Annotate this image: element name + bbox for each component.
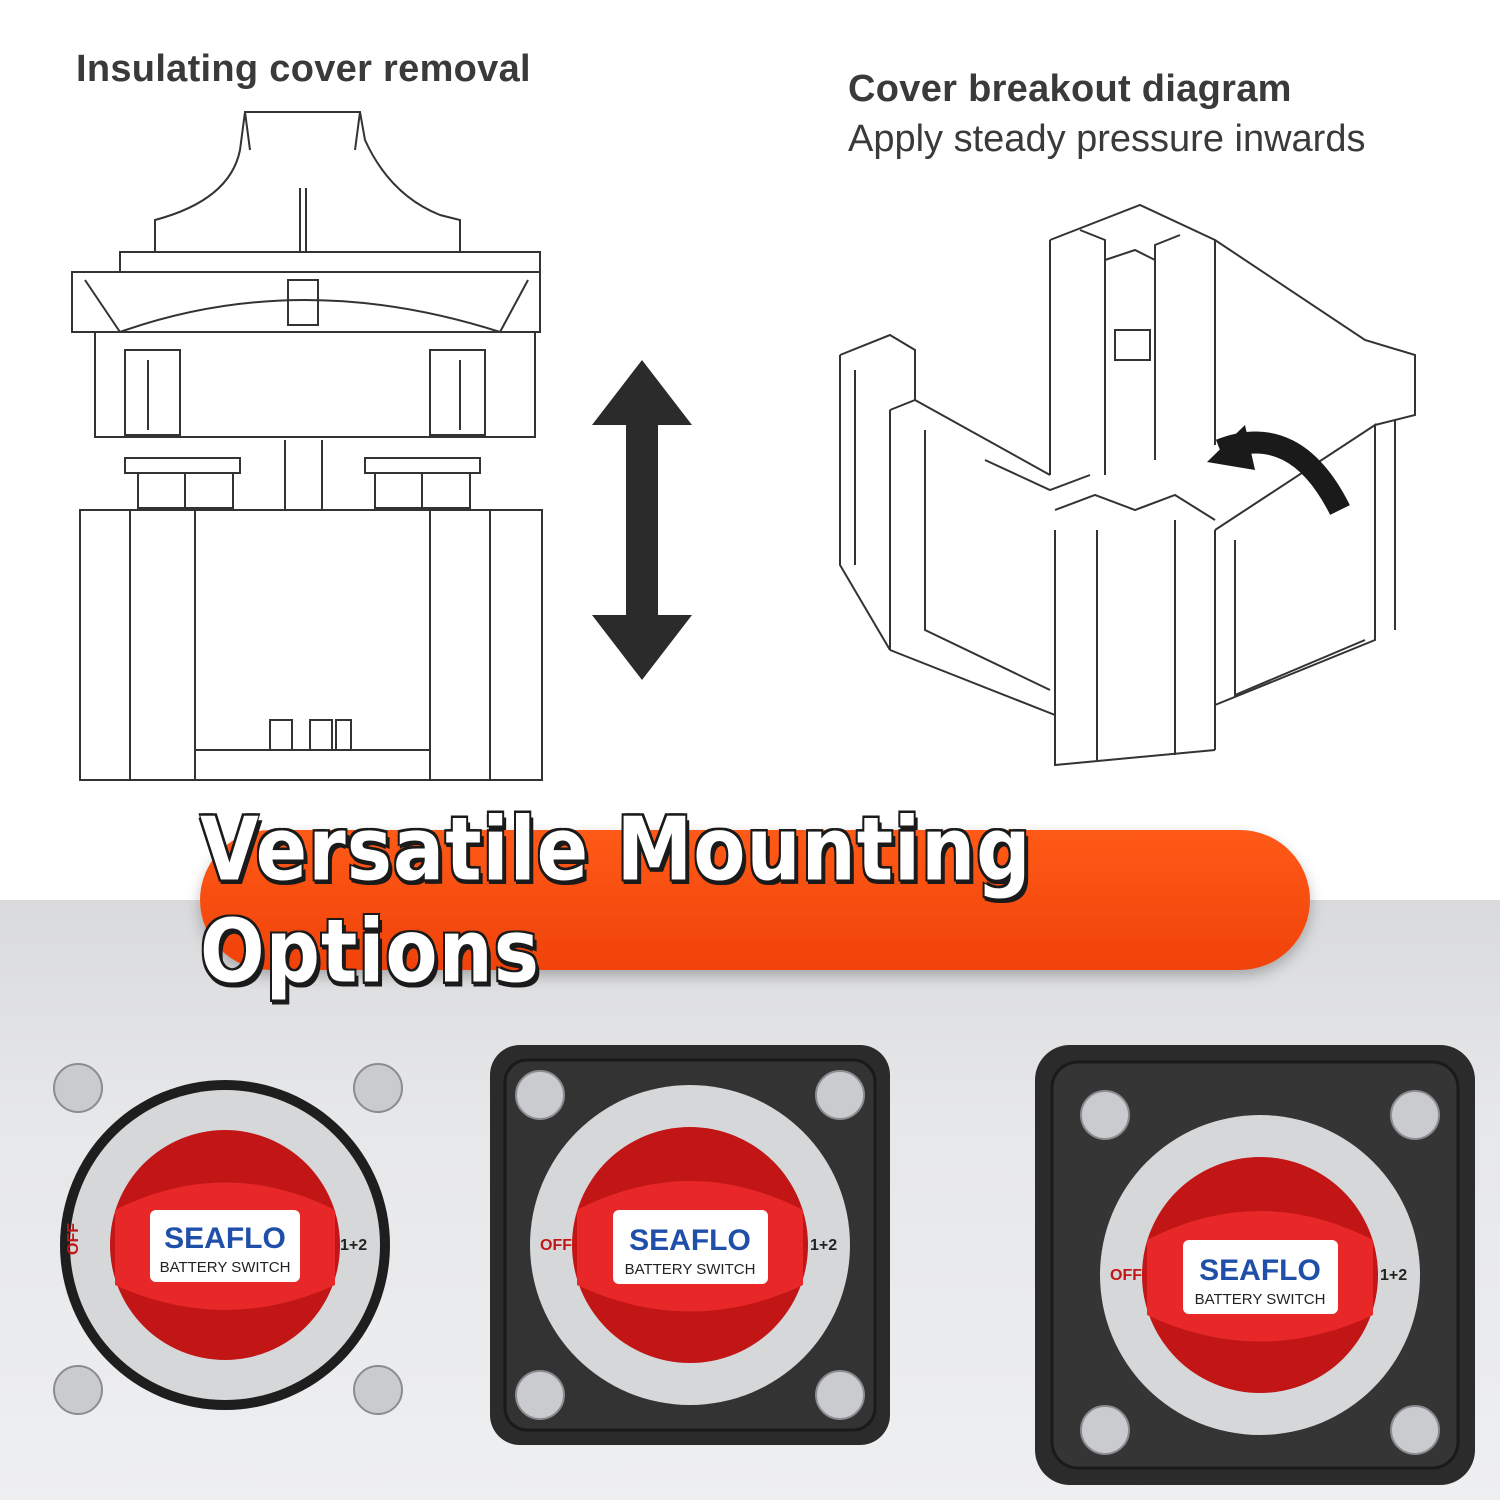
battery-switch-panel-mount: OFF 1+2 SEAFLO BATTERY SWITCH xyxy=(53,1063,403,1415)
screw-icon xyxy=(53,1063,403,1415)
right-subheading: Apply steady pressure inwards xyxy=(848,118,1366,160)
switch-label: BATTERY SWITCH xyxy=(160,1259,291,1276)
brand-logo: SEAFLO xyxy=(629,1224,751,1257)
switch-label: BATTERY SWITCH xyxy=(625,1261,756,1278)
screw-icon xyxy=(515,1070,865,1420)
battery-switch-surface-mount: OFF 1+2 SEAFLO BATTERY SWITCH xyxy=(490,1045,890,1445)
position-label: 1+2 xyxy=(1380,1267,1407,1284)
position-label: 1+2 xyxy=(810,1237,837,1254)
brand-logo: SEAFLO xyxy=(1199,1254,1321,1287)
brand-logo: SEAFLO xyxy=(164,1222,286,1255)
cover-breakout-drawing xyxy=(839,203,1416,767)
off-label: OFF xyxy=(540,1237,572,1254)
battery-switch-covered-mount: OFF 1+2 SEAFLO BATTERY SWITCH xyxy=(1035,1045,1475,1485)
off-label: OFF xyxy=(65,1223,82,1255)
insulating-cover-drawing xyxy=(71,111,543,781)
position-label: 1+2 xyxy=(340,1237,367,1254)
right-heading: Cover breakout diagram xyxy=(848,68,1292,110)
banner-text: Versatile Mounting Options xyxy=(200,797,1032,1003)
left-heading: Insulating cover removal xyxy=(76,48,531,90)
up-down-arrow-icon xyxy=(592,360,692,680)
mounting-options-banner: Versatile Mounting Options xyxy=(200,798,1310,1002)
screw-icon xyxy=(1080,1090,1440,1455)
off-label: OFF xyxy=(1110,1267,1142,1284)
switch-label: BATTERY SWITCH xyxy=(1195,1291,1326,1308)
